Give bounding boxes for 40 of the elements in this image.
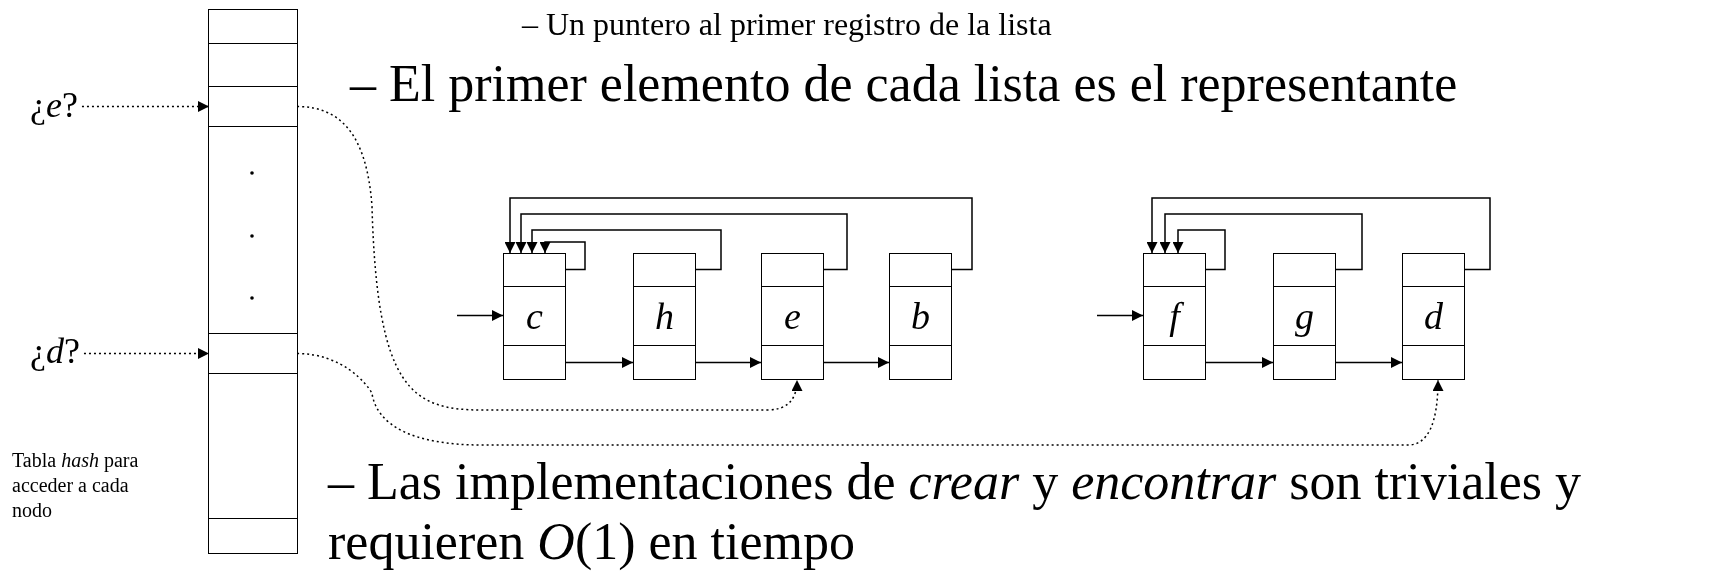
record-box: [503, 253, 566, 380]
bullet-text: – Un puntero al primer registro de la lista: [522, 6, 1052, 43]
dotted-arrow: [296, 352, 1444, 446]
self-loop-arrow: [1172, 229, 1226, 271]
back-pointer-arrow: [504, 197, 973, 271]
table-slot: [209, 86, 297, 127]
arrow: [1096, 310, 1144, 321]
arrow: [1335, 357, 1403, 368]
self-loop-arrow: [539, 241, 586, 271]
record-box: [1402, 253, 1465, 380]
record-letter: d: [1424, 294, 1443, 338]
bullet-text: – Las implementaciones de crear y encontrar son triviales y requieren O(1) en tiempo: [328, 452, 1583, 572]
record-box: [633, 253, 696, 380]
record-letter: g: [1295, 294, 1314, 338]
dotted-arrow: [83, 348, 210, 359]
record-box: [1143, 253, 1206, 380]
arrow: [456, 310, 504, 321]
back-pointer-arrow: [526, 229, 722, 271]
hash-table: [208, 9, 298, 554]
arrow: [695, 357, 762, 368]
table-slot: [209, 333, 297, 374]
record-box: [889, 253, 952, 380]
table-caption: Tabla hash para acceder a cada nodo: [12, 448, 140, 523]
bullet-text: – El primer elemento de cada lista es el representante: [350, 54, 1458, 114]
key-label: ¿e?: [30, 84, 78, 126]
back-pointer-arrow: [1159, 213, 1363, 271]
key-label: ¿d?: [30, 330, 80, 372]
record-letter: b: [911, 294, 930, 338]
dotted-arrow: [296, 105, 802, 411]
record-letter: h: [655, 294, 674, 338]
record-box: [1273, 253, 1336, 380]
back-pointer-arrow: [515, 213, 848, 271]
record-box: [761, 253, 824, 380]
record-letter: e: [784, 294, 801, 338]
arrow: [823, 357, 890, 368]
dotted-arrow: [81, 101, 210, 112]
arrow: [565, 357, 634, 368]
record-letter: c: [526, 294, 543, 338]
arrow: [1205, 357, 1274, 368]
back-pointer-arrow: [1146, 197, 1491, 271]
